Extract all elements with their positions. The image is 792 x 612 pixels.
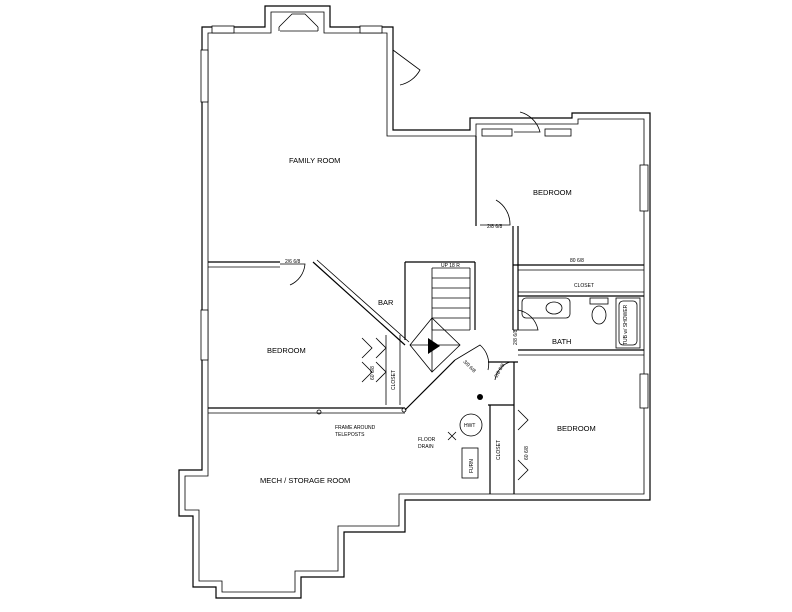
bar-label: BAR	[378, 298, 394, 307]
door-label-2: 2/8 6/8	[513, 329, 519, 345]
stair-up-label: UP 18 R	[441, 263, 460, 269]
closet-ne-size: 80 6/8	[570, 258, 584, 264]
closet-w-label: CLOSET	[391, 370, 397, 390]
floor-drain-label-1: FLOOR	[418, 437, 436, 443]
family-room-label: FAMILY ROOM	[289, 156, 340, 165]
floor-drain-label-2: DRAIN	[418, 444, 434, 450]
exterior-walls	[178, 5, 651, 599]
bedroom-ne-label: BEDROOM	[533, 188, 572, 197]
door-label-4: 3/0 6/8	[462, 359, 477, 374]
door-swings	[280, 49, 541, 381]
closet-w-size: 60 6/8	[370, 366, 376, 380]
mech-storage-label: MECH / STORAGE ROOM	[260, 476, 350, 485]
bedroom-se-label: BEDROOM	[557, 424, 596, 433]
windows	[200, 25, 649, 409]
furn-label: FURN	[469, 459, 475, 473]
frame-label-2: TELEPOSTS	[335, 432, 365, 438]
door-label-1: 2/8 6/8	[487, 224, 503, 230]
bath-fixtures	[521, 297, 641, 349]
mech-fixtures	[316, 394, 483, 479]
door-label-3: 2/8 6/8	[494, 363, 507, 379]
bedroom-w-label: BEDROOM	[267, 346, 306, 355]
tub-label: TUB w/ SHOWER	[623, 304, 629, 345]
hwt-label: HWT	[464, 423, 475, 429]
staircase	[409, 267, 471, 373]
closet-se-label: CLOSET	[496, 440, 502, 460]
closet-doors	[361, 335, 529, 485]
bath-label: BATH	[552, 337, 571, 346]
frame-label-1: FRAME AROUND	[335, 425, 376, 431]
closet-ne-label: CLOSET	[574, 283, 594, 289]
fireplace	[278, 13, 319, 32]
door-label-5: 2/6 6/8	[285, 259, 301, 265]
closet-se-size: 60 6/8	[524, 446, 530, 460]
